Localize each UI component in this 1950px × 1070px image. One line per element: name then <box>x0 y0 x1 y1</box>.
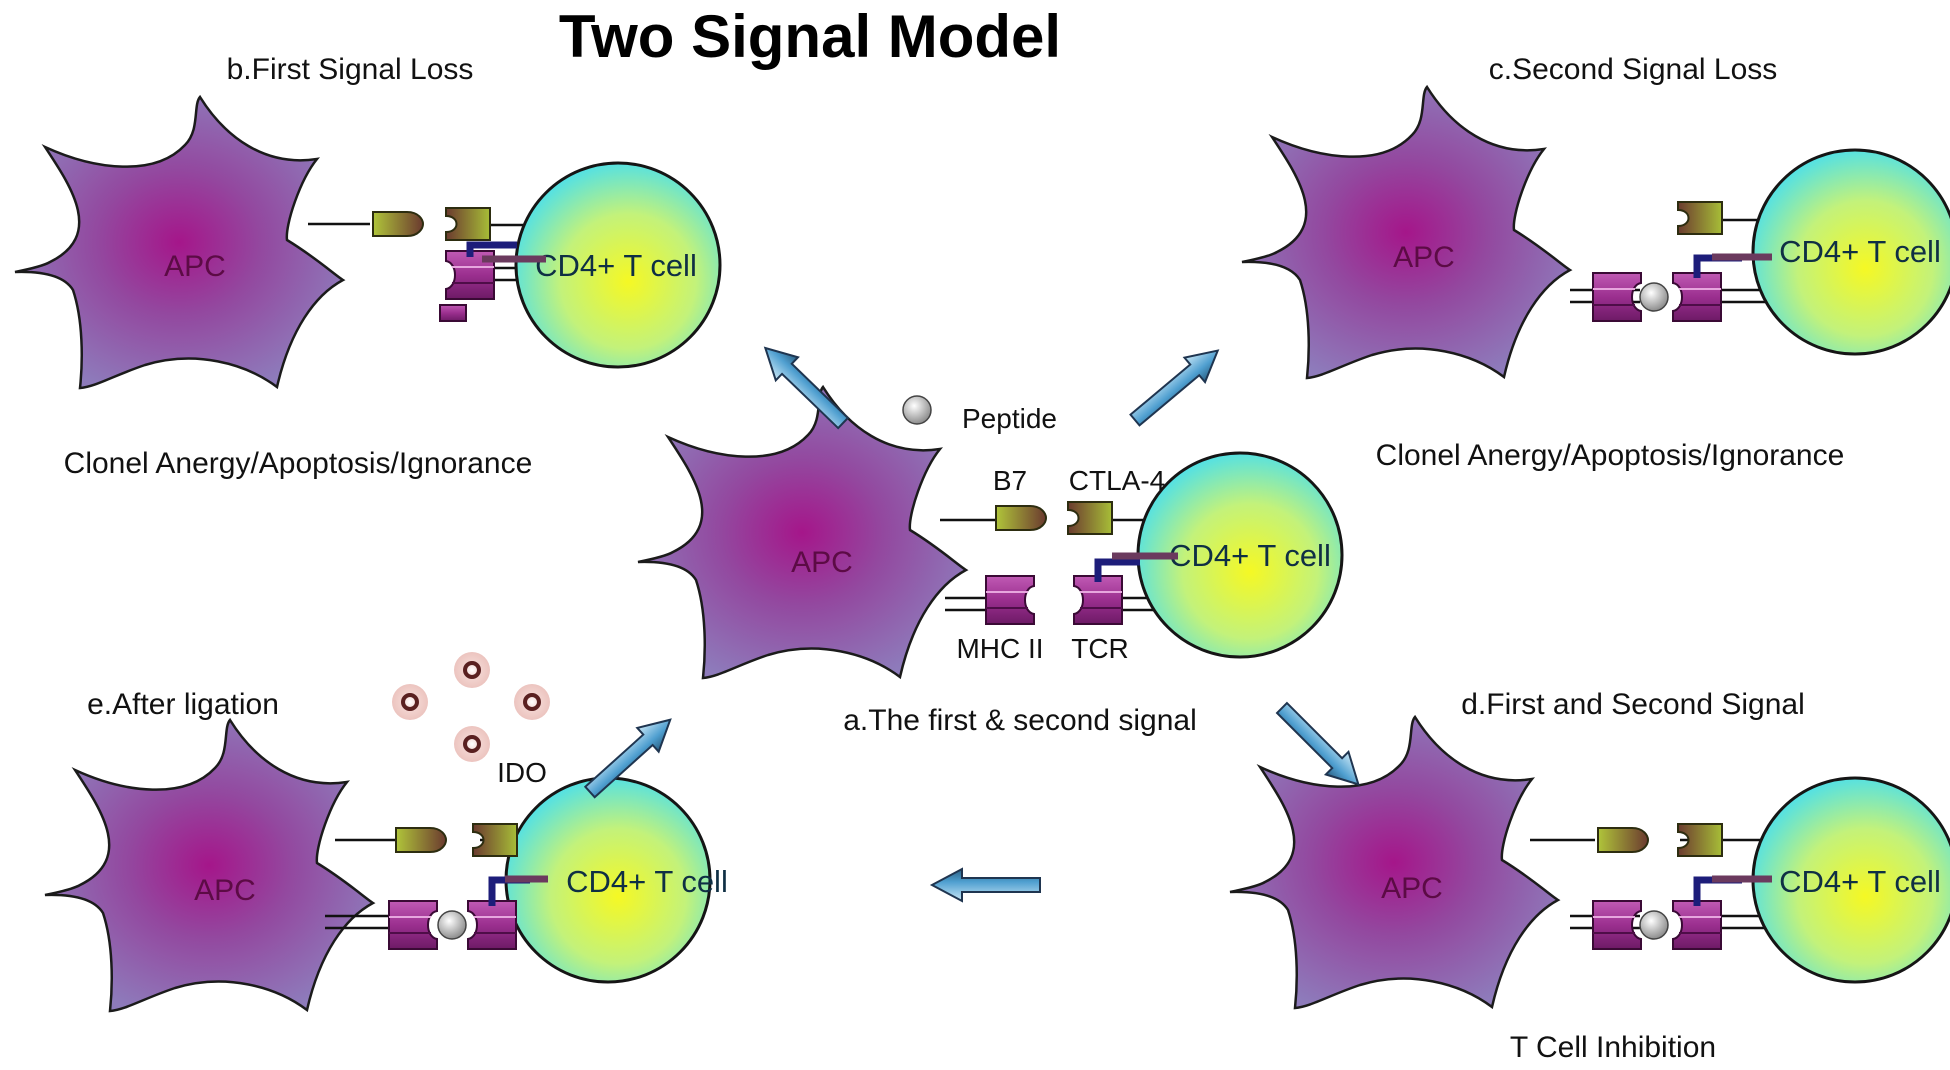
panel-b-title: b.First Signal Loss <box>227 53 474 86</box>
panel-c-mhc <box>1592 272 1642 322</box>
panel-c-outcome: Clonel Anergy/Apoptosis/Ignorance <box>1376 439 1845 472</box>
panel-d: d.First and Second Signal APC CD4+ T cel… <box>1228 688 1950 1010</box>
panel-b-b7 <box>372 211 424 237</box>
panel-d-peptide <box>1639 910 1669 940</box>
arrow-a-to-c <box>1123 337 1230 434</box>
panel-b-tcell <box>514 161 722 369</box>
panel-d-mhc <box>1592 900 1642 950</box>
ido-label: IDO <box>497 757 547 788</box>
panel-c: c.Second Signal Loss APC CD4+ T cell <box>1240 53 1950 380</box>
panel-c-ctla4 <box>1677 201 1723 235</box>
arrow-a-to-b <box>753 335 856 436</box>
panel-c-tcell <box>1751 148 1950 356</box>
panel-e-title: e.After ligation <box>87 688 279 721</box>
panel-d-tcr <box>1672 900 1722 950</box>
panel-c-tcr <box>1672 272 1722 322</box>
label-b7: B7 <box>993 465 1027 496</box>
panel-e-mhc <box>388 900 438 950</box>
panel-a-b7 <box>995 505 1047 531</box>
panel-a-tcell-label: CD4+ T cell <box>1169 538 1331 573</box>
panel-d-title: d.First and Second Signal <box>1461 688 1805 721</box>
label-ctla4: CTLA-4 <box>1069 465 1165 496</box>
peptide-legend-icon <box>902 395 932 425</box>
panel-e-tcr <box>467 900 517 950</box>
peptide-legend-label: Peptide <box>962 403 1057 434</box>
panel-b-ctla4 <box>445 207 491 241</box>
panel-c-peptide <box>1639 282 1669 312</box>
arrow-d-to-e <box>931 868 1041 902</box>
label-mhc-ii: MHC II <box>956 633 1043 664</box>
panel-e-b7 <box>395 827 447 853</box>
panel-e-apc-label: APC <box>194 874 256 907</box>
panel-a-apc-label: APC <box>791 546 853 579</box>
panel-e-apc-cell <box>43 718 375 1013</box>
panel-c-apc-label: APC <box>1393 241 1455 274</box>
panel-b-apc-cell <box>13 95 345 390</box>
panel-d-b7 <box>1597 827 1649 853</box>
ido-molecules <box>392 652 550 762</box>
panel-b-apc-label: APC <box>164 250 226 283</box>
panel-b-tcell-label: CD4+ T cell <box>535 248 697 283</box>
panel-e: e.After ligation IDO APC CD4+ T cell <box>43 652 728 1013</box>
panel-e-tcell-label: CD4+ T cell <box>566 864 728 899</box>
panel-e-ctla4 <box>472 823 518 857</box>
label-tcr: TCR <box>1071 633 1129 664</box>
figure-title: Two Signal Model <box>559 3 1061 70</box>
panel-d-apc-label: APC <box>1381 872 1443 905</box>
panel-d-outcome: T Cell Inhibition <box>1510 1031 1716 1064</box>
panel-c-apc-cell <box>1240 85 1572 380</box>
panel-e-peptide <box>437 910 467 940</box>
panel-a-apc-cell <box>636 385 968 680</box>
panel-d-tcell-label: CD4+ T cell <box>1779 864 1941 899</box>
panel-a-mhc <box>985 575 1035 625</box>
panel-b: b.First Signal Loss APC CD4+ T cell <box>13 53 722 390</box>
panel-b-outcome: Clonel Anergy/Apoptosis/Ignorance <box>64 447 533 480</box>
panel-c-tcell-label: CD4+ T cell <box>1779 234 1941 269</box>
panel-c-title: c.Second Signal Loss <box>1489 53 1778 86</box>
panel-a: APC CD4+ T cell B7 CTLA-4 MHC II TCR <box>636 385 1344 680</box>
panel-a-ctla4 <box>1067 501 1113 535</box>
panel-a-caption: a.The first & second signal <box>843 704 1197 737</box>
panel-a-tcr <box>1073 575 1123 625</box>
panel-d-apc-cell <box>1228 715 1560 1010</box>
